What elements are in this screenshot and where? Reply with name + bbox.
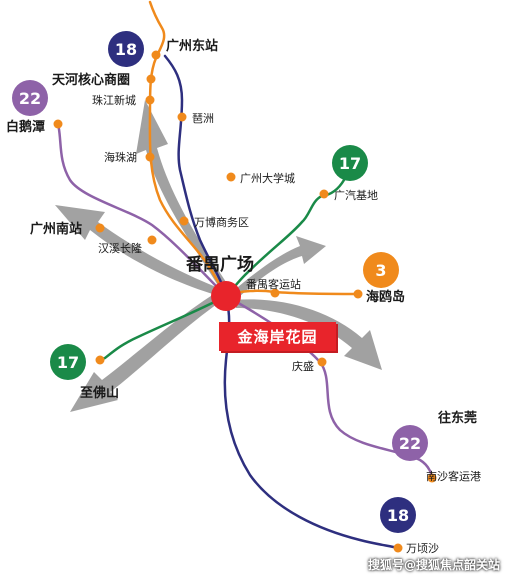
station-dot-university [226,172,236,182]
station-dot-haizhu [145,152,155,162]
label-wanqingsha: 万顷沙 [406,542,439,555]
label-chimelong: 汉溪长隆 [98,241,142,255]
line-badge-3: 3 [363,252,399,288]
svg-text:18: 18 [387,506,409,525]
watermark: 搜狐号@搜狐焦点韶关站 [367,558,500,572]
station-dots [53,50,437,553]
station-dot-guangzhou-east [151,50,161,60]
line-badge-22-left: 22 [12,80,48,116]
label-dongguan: 往东莞 [438,410,477,426]
svg-text:17: 17 [339,154,361,173]
label-foshan: 至佛山 [80,385,119,401]
station-dot-pazhou [177,112,187,122]
label-zhujiang: 珠江新城 [92,93,136,107]
svg-text:22: 22 [399,434,421,453]
station-dot-haiou [353,289,363,299]
label-haizhu-lake: 海珠湖 [104,150,137,164]
label-qingsheng: 庆盛 [292,359,314,373]
station-dot-wanbo [179,216,189,226]
station-dot-tianhe [146,74,156,84]
station-dot-qingsheng [317,357,327,367]
line-badge-22-right: 22 [392,425,428,461]
label-gz-south: 广州南站 [30,221,82,237]
arrow-east [234,299,382,370]
label-bus-station: 番禺客运站 [246,277,301,291]
label-baietan: 白鹅潭 [6,119,45,135]
station-dot-bus-station [270,288,280,298]
line-badge-17-right: 17 [332,145,368,181]
station-dot-zhujiang [145,95,155,105]
station-dot-gz-south [95,223,105,233]
project-callout: 金海岸花园 [219,322,336,351]
svg-text:3: 3 [375,261,386,280]
center-node [211,281,241,311]
line-badge-17-left: 17 [50,344,86,380]
label-gac-base: 广汽基地 [334,188,378,202]
line-badge-18-bottom: 18 [380,497,416,533]
label-wanbo: 万博商务区 [194,215,249,229]
svg-text:18: 18 [115,40,137,59]
label-tianhe-cbd: 天河核心商圈 [52,72,130,88]
station-dot-baietan [53,119,63,129]
label-center-station: 番禺广场 [185,254,254,275]
label-university-town: 广州大学城 [240,171,295,185]
station-dot-nansha [427,473,437,483]
svg-text:22: 22 [19,89,41,108]
line-18-route [163,54,400,550]
label-nansha-port: 南沙客运港 [426,469,481,483]
station-dot-chimelong [147,235,157,245]
label-haiou: 海鸥岛 [366,289,405,305]
arrow-southwest [70,294,220,412]
svg-text:17: 17 [57,353,79,372]
station-dot-wanqingsha [393,543,403,553]
arrow-northeast [232,236,326,298]
line-badge-18-top: 18 [108,31,144,67]
label-guangzhou-east: 广州东站 [166,38,218,54]
label-pazhou: 琶洲 [192,112,214,125]
station-dot-gac [319,189,329,199]
station-dot-foshan [95,355,105,365]
arrow-north [136,100,230,292]
